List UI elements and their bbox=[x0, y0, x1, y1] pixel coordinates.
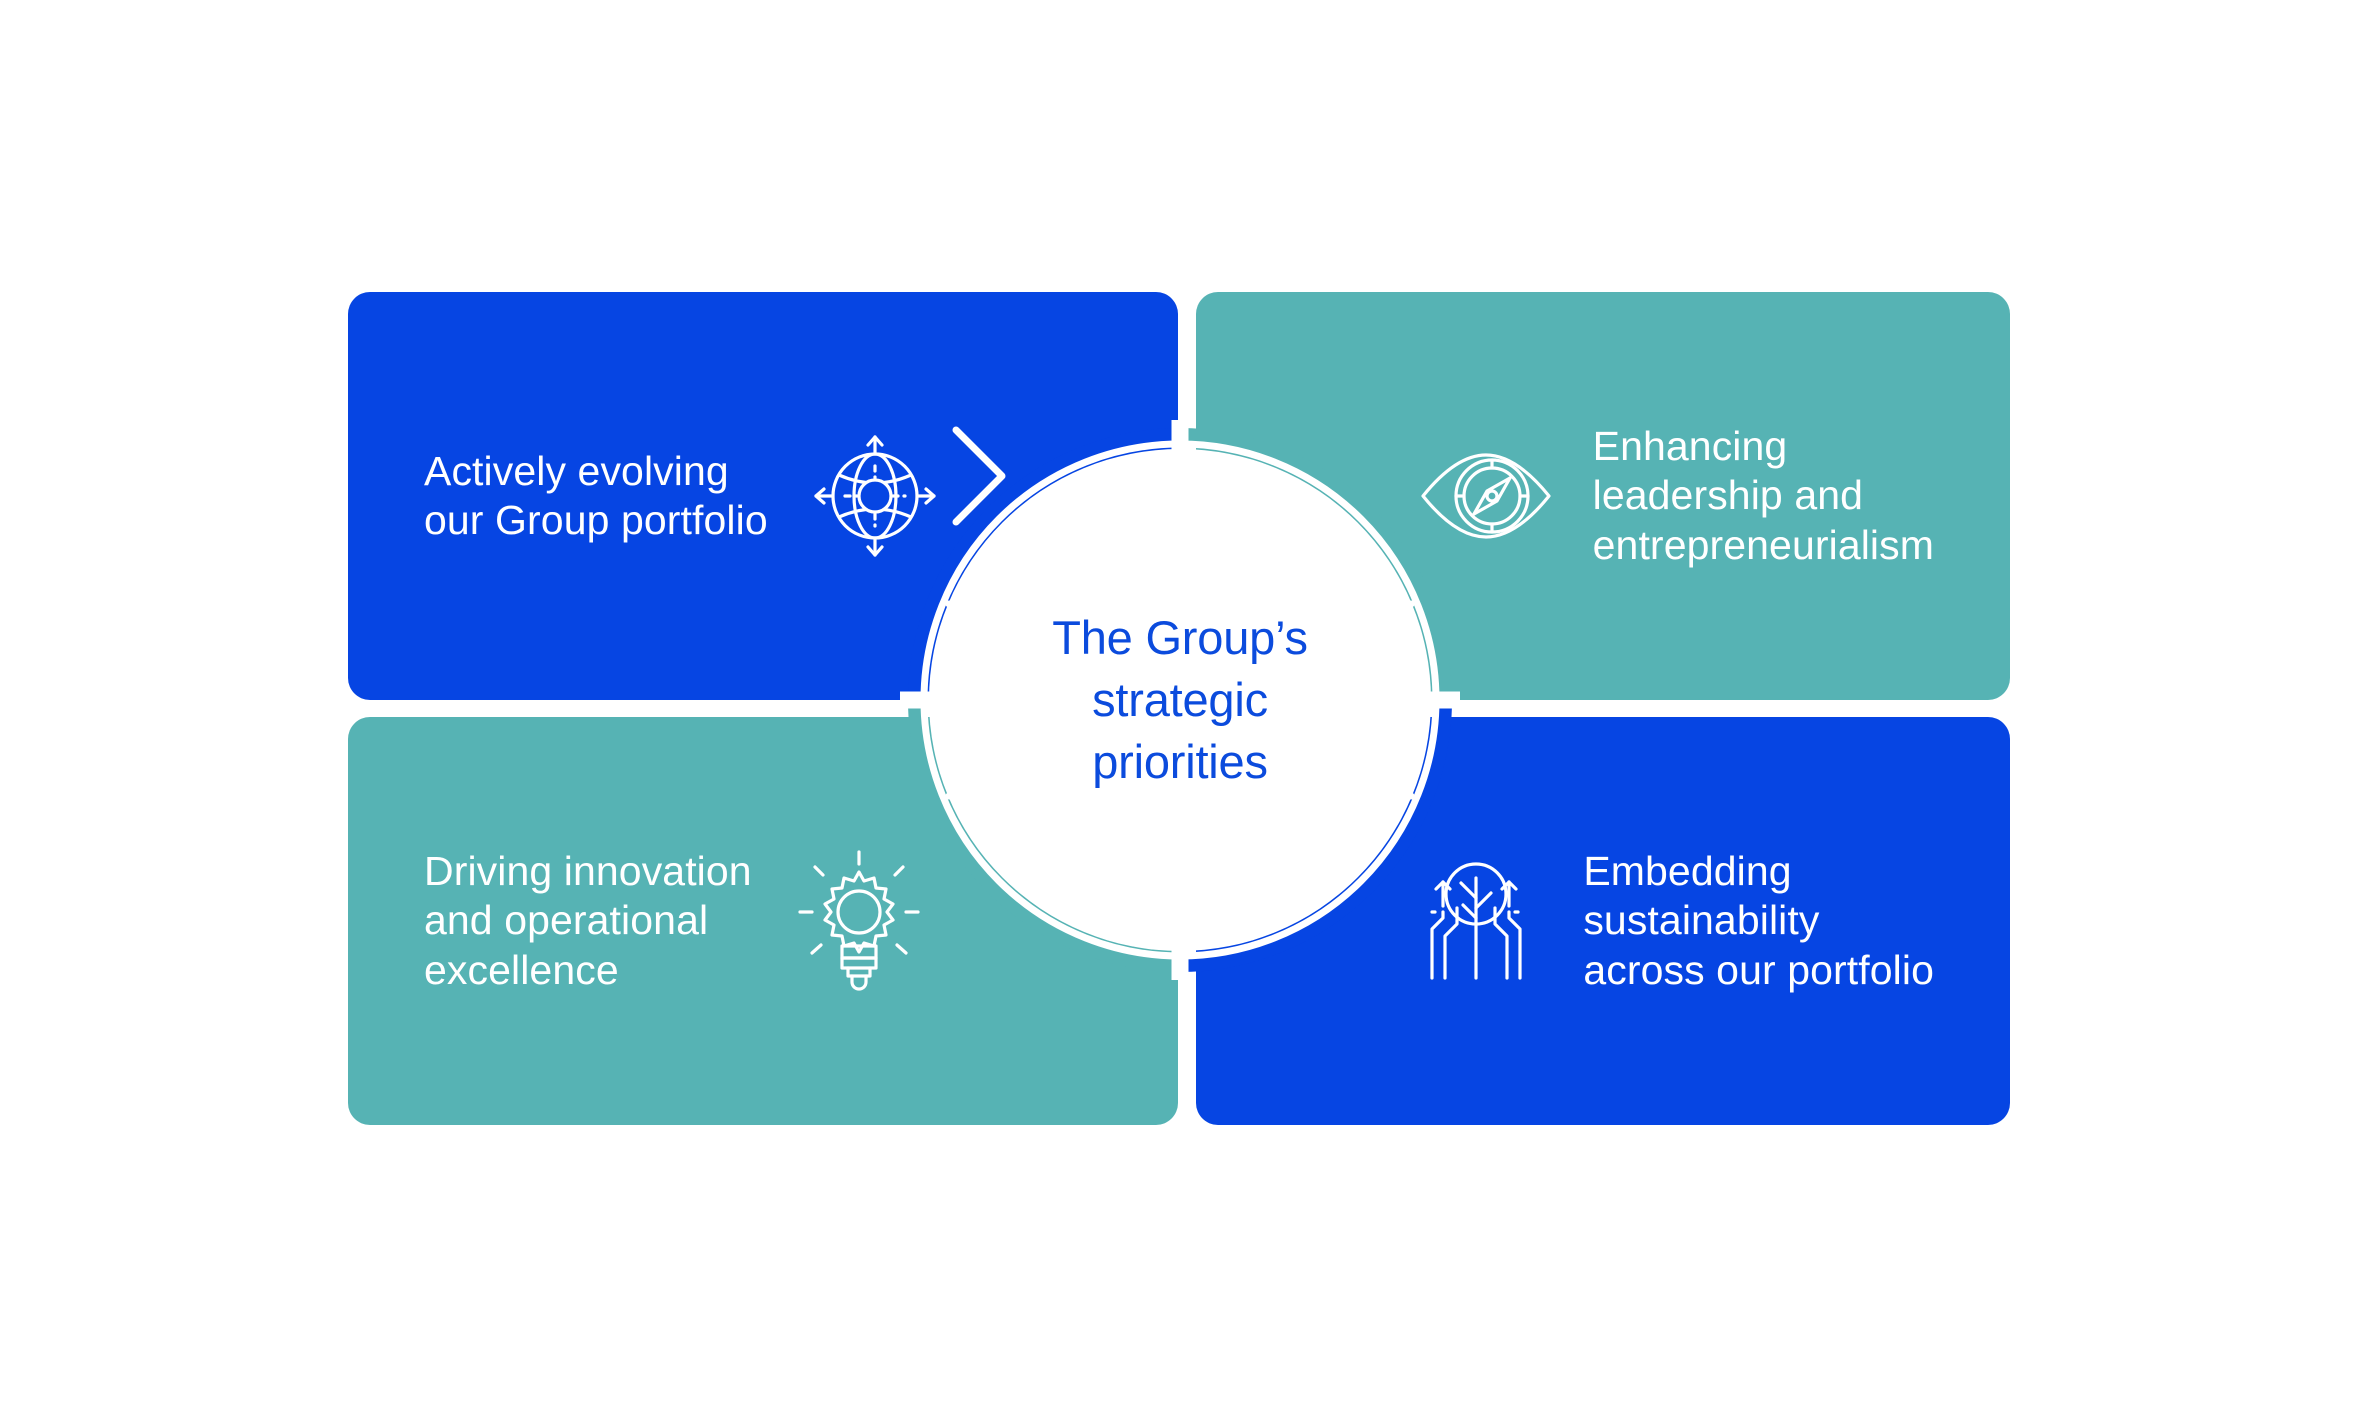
quadrant-label-bottom-left: Driving innovation and operational excel… bbox=[424, 848, 752, 993]
lightbulb-gear-icon bbox=[784, 846, 934, 996]
quadrant-label-top-right: Enhancing leadership and entrepreneurial… bbox=[1592, 423, 1934, 568]
hub-title: The Group’s strategic priorities bbox=[1052, 610, 1308, 789]
quadrant-label-bottom-right: Embedding sustainability across our port… bbox=[1583, 848, 1934, 993]
globe-target-icon bbox=[800, 421, 950, 571]
quadrant-content-bottom-left: Driving innovation and operational excel… bbox=[348, 846, 934, 996]
quadrant-label-top-left: Actively evolving our Group portfolio bbox=[424, 447, 768, 543]
compass-eye-icon bbox=[1411, 421, 1561, 571]
quadrant-content-top-right: Enhancing leadership and entrepreneurial… bbox=[1411, 421, 2010, 571]
quadrant-content-bottom-right: Embedding sustainability across our port… bbox=[1401, 846, 2010, 996]
quadrant-content-top-left: Actively evolving our Group portfolio bbox=[348, 421, 950, 571]
